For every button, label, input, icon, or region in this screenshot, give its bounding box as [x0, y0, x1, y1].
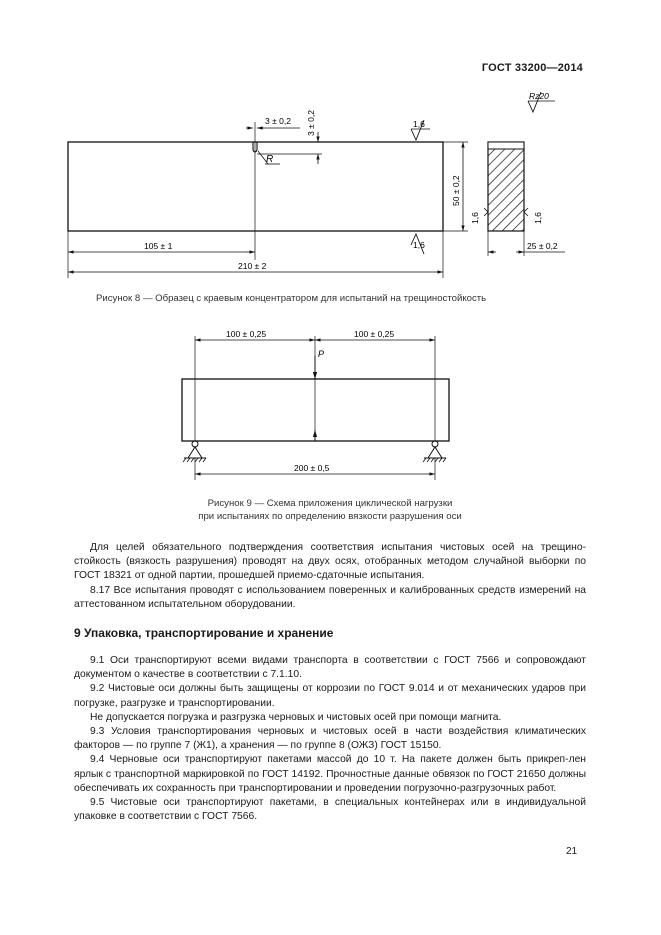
figure-8-drawing: 3 ± 0,2 3 ± 0,2 R 1,6 1,6 50 ± 0,2 105 ±… — [67, 91, 565, 278]
right-support — [422, 440, 447, 463]
paragraph: 9.5 Чистовые оси транспортируют пакетами… — [74, 797, 586, 823]
cross-section — [487, 141, 525, 232]
roughness-general: Rz20 — [529, 91, 549, 101]
roughness-left: 1,6 — [470, 212, 480, 224]
figure-9-caption-line1: Рисунок 9 — Схема приложения циклической… — [207, 498, 453, 509]
paragraph: 9.3 Условия транспортирования черновых и… — [74, 726, 586, 752]
dim-notch-depth: 3 ± 0,2 — [306, 110, 316, 136]
document-code: ГОСТ 33200—2014 — [481, 62, 583, 74]
paragraph: Не допускается погрузка и разгрузка черн… — [90, 711, 502, 723]
section-body: 9.1 Оси транспортируют всеми видами тран… — [74, 654, 586, 824]
dim-width: 25 ± 0,2 — [527, 241, 558, 251]
paragraph: 9.4 Черновые оси транспортируют пакетами… — [74, 754, 586, 794]
left-support — [182, 440, 207, 463]
paragraph: 9.1 Оси транспортируют всеми видами тран… — [74, 655, 586, 681]
roughness-top: 1,6 — [413, 119, 425, 129]
section-title: 9 Упаковка, транспортирование и хранение — [74, 626, 334, 640]
load-label: P — [318, 349, 324, 359]
figure-9-caption-line2: при испытаниях по определению вязкости р… — [198, 511, 462, 522]
figure-8-caption: Рисунок 8 — Образец с краевым концентрат… — [96, 293, 487, 304]
paragraph: Для целей обязательного подтверждения со… — [74, 542, 586, 582]
radius-label: R — [266, 154, 273, 165]
roughness-right: 1,6 — [533, 212, 543, 224]
dim-total-length: 210 ± 2 — [238, 261, 267, 271]
dim-height: 50 ± 0,2 — [451, 175, 461, 206]
paragraph: 9.2 Чистовые оси должны быть защищены от… — [74, 683, 586, 709]
intro-text: Для целей обязательного подтверждения со… — [74, 541, 586, 612]
dim-left-span: 100 ± 0,25 — [226, 329, 266, 339]
page-number: 21 — [566, 846, 578, 857]
dim-notch-width: 3 ± 0,2 — [265, 116, 291, 126]
figure-9-caption: Рисунок 9 — Схема приложения циклической… — [110, 497, 550, 523]
dim-support-span: 200 ± 0,5 — [294, 463, 330, 473]
roughness-bottom: 1,6 — [413, 240, 425, 250]
figure-9-drawing: 100 ± 0,25 100 ± 0,25 P 200 ± 0,5 — [181, 329, 450, 480]
paragraph: 8.17 Все испытания проводят с использова… — [74, 584, 586, 610]
dim-half-length: 105 ± 1 — [144, 241, 173, 251]
dim-right-span: 100 ± 0,25 — [354, 329, 394, 339]
specimen-body — [67, 141, 444, 232]
